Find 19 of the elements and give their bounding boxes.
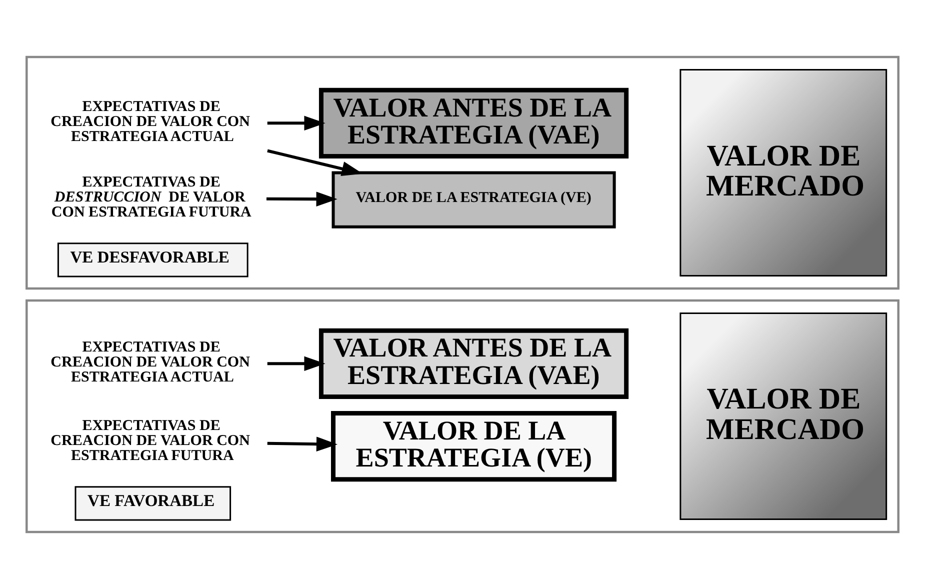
- node-box: VALOR ANTES DE LA ESTRATEGIA (VAE): [318, 328, 629, 398]
- node-text: EXPECTATIVAS DE CREACION DE VALOR CON ESTRATEGIA ACTUAL: [50, 98, 250, 145]
- node-box: VALOR DE MERCADO: [680, 68, 888, 276]
- node-box: VE DESFAVORABLE: [57, 242, 248, 277]
- cluster: [26, 55, 900, 290]
- arrow: [267, 115, 326, 130]
- node-box: VALOR DE MERCADO: [680, 312, 888, 520]
- arrow: [267, 436, 338, 451]
- cluster: [26, 298, 900, 533]
- node-box: VALOR ANTES DE LA ESTRATEGIA (VAE): [318, 87, 629, 158]
- node-text: EXPECTATIVAS DE DESTRUCCION DE VALOR CON ESTRATEGIA FUTURA: [51, 174, 252, 220]
- arrow: [267, 356, 326, 371]
- node-text: EXPECTATIVAS DE CREACION DE VALOR CON ESTRATEGIA ACTUAL: [50, 339, 250, 386]
- node-box: VALOR DE LA ESTRATEGIA (VE): [331, 410, 617, 482]
- node-box: VE FAVORABLE: [74, 486, 232, 520]
- node-box: VALOR DE LA ESTRATEGIA (VE): [332, 170, 616, 228]
- arrow: [267, 148, 363, 176]
- arrow: [266, 191, 338, 206]
- node-text: EXPECTATIVAS DE CREACION DE VALOR CON ESTRATEGIA FUTURA: [50, 417, 250, 464]
